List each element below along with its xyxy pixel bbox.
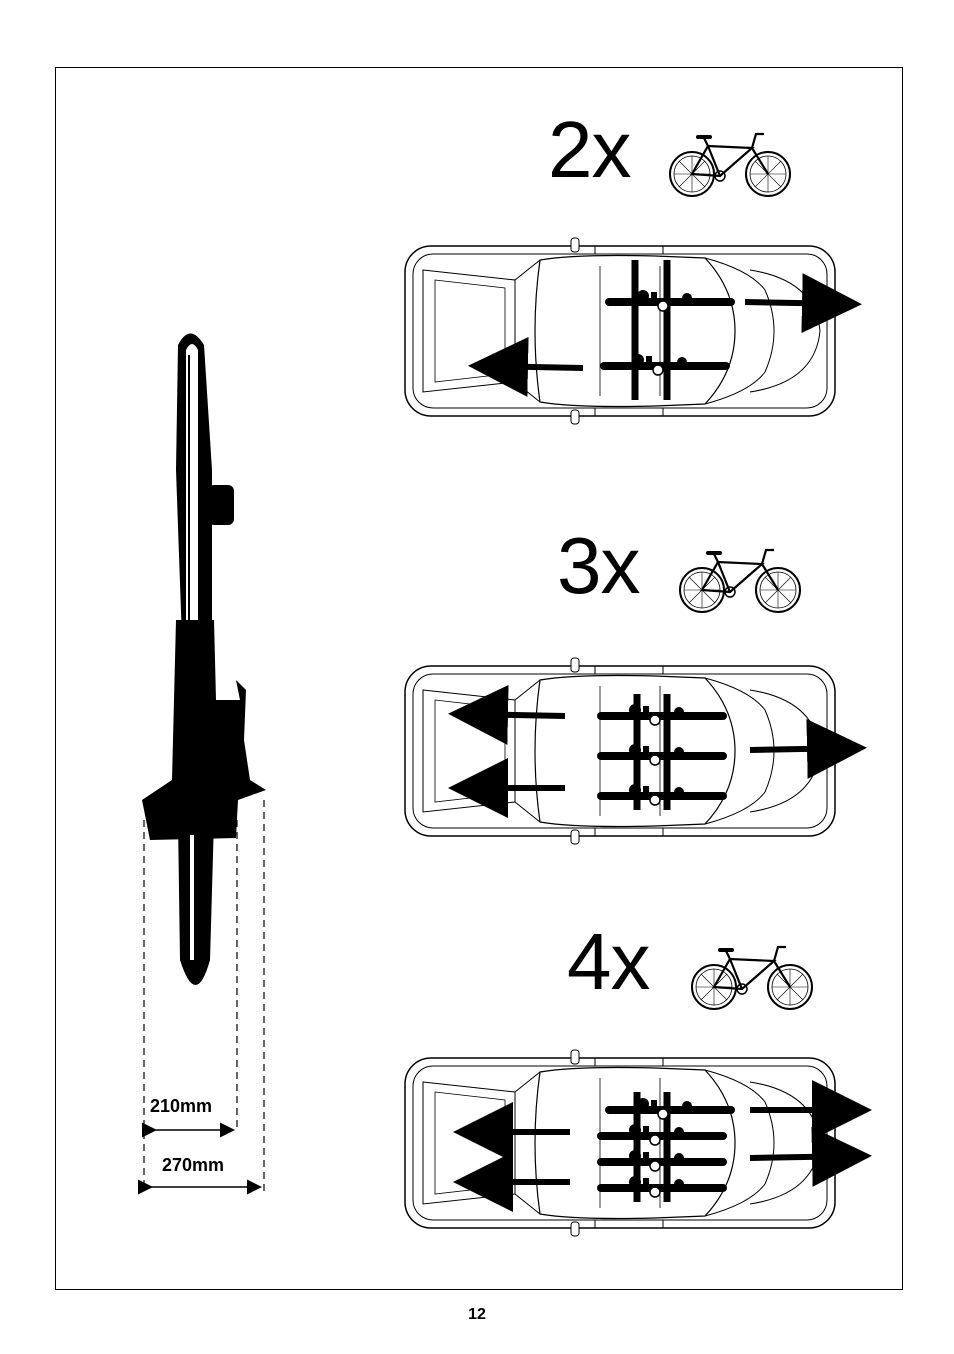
dimension-label-inner: 210mm (150, 1096, 212, 1116)
bike-profile-figure (142, 334, 266, 1193)
bicycle-icon (670, 134, 790, 196)
bicycle-icon (680, 550, 800, 612)
config-count-4x: 4x (567, 922, 650, 1002)
config-count-2x: 2x (548, 110, 631, 190)
bicycle-icon (692, 947, 812, 1009)
dimension-label-outer: 270mm (162, 1155, 224, 1175)
config-count-3x: 3x (557, 526, 640, 606)
car-diagram-4-bikes (405, 1050, 860, 1236)
page-number: 12 (0, 1306, 954, 1324)
car-diagram-3-bikes (405, 658, 855, 844)
car-diagram-2-bikes (405, 238, 850, 424)
